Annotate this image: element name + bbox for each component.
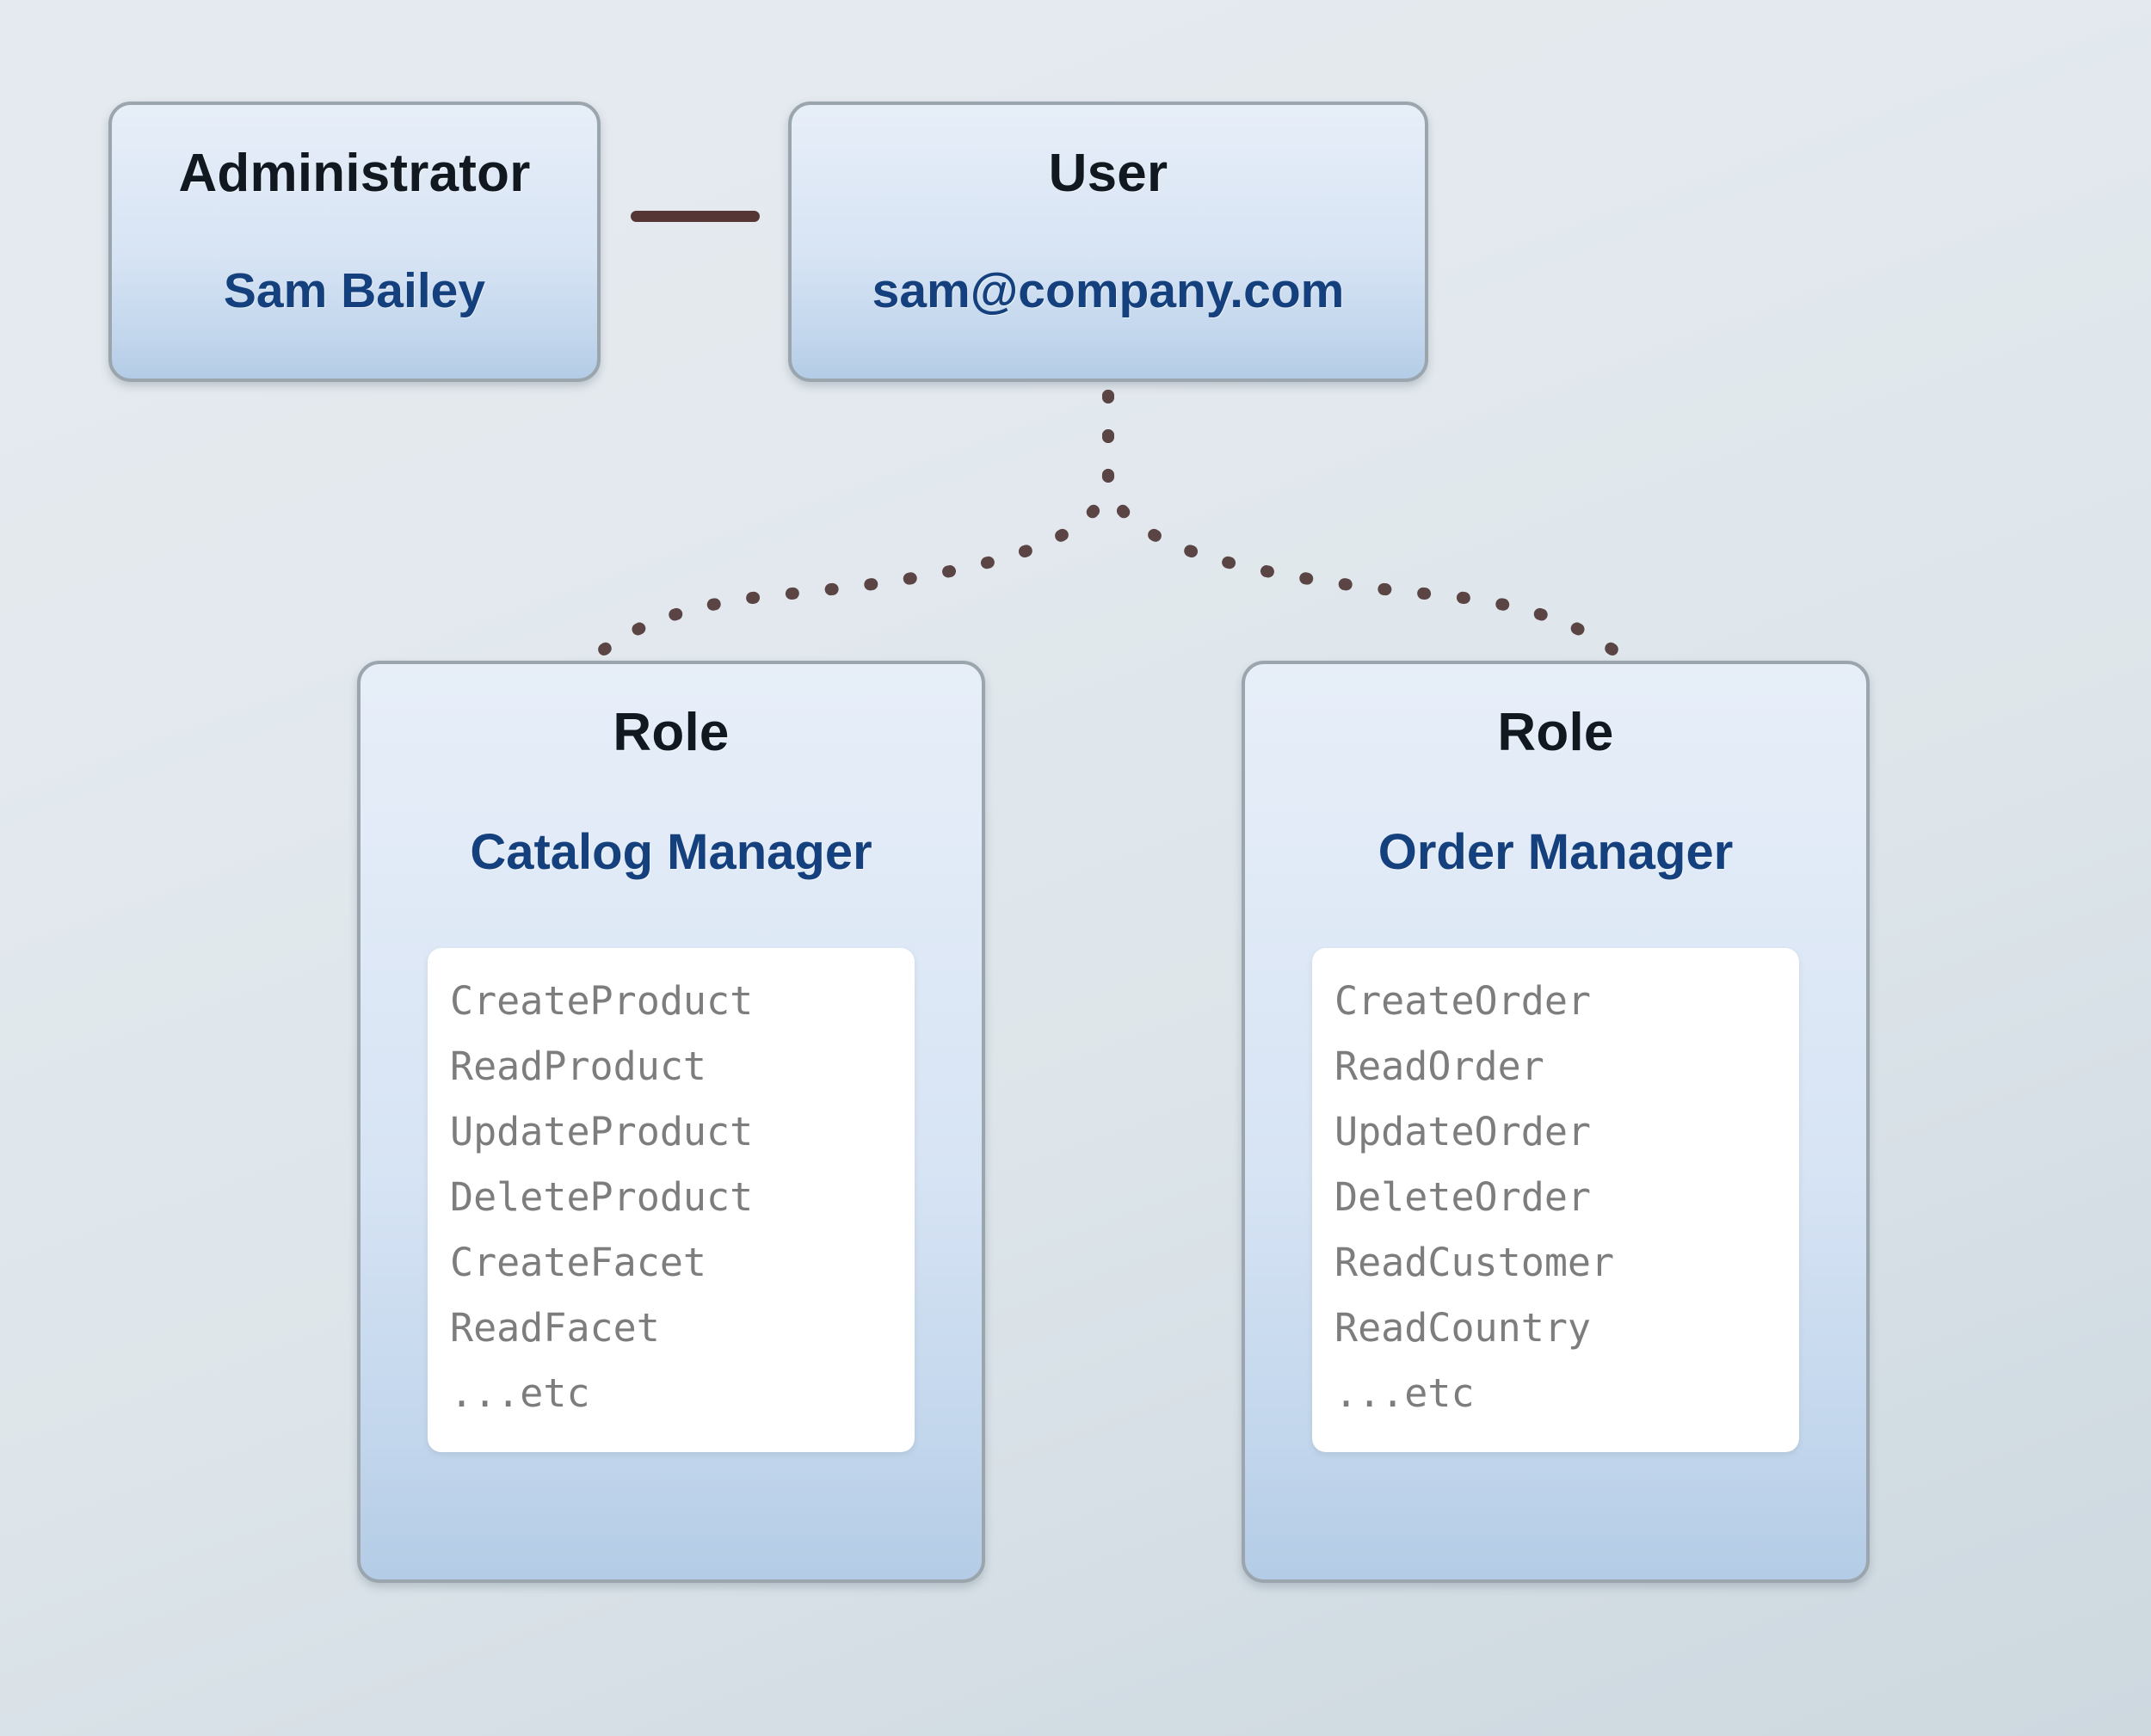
role-name-label: Catalog Manager: [470, 824, 872, 880]
permission-item: ...etc: [450, 1370, 590, 1416]
administrator-name-label: Sam Bailey: [223, 263, 486, 318]
permission-box: CreateOrder ReadOrder UpdateOrder Delete…: [1312, 948, 1799, 1452]
permission-item: CreateFacet: [450, 1240, 707, 1285]
permission-item: CreateOrder: [1334, 978, 1592, 1024]
permission-box: CreateProduct ReadProduct UpdateProduct …: [428, 948, 915, 1452]
administrator-node[interactable]: Administrator Sam Bailey: [108, 102, 601, 382]
user-catalog-manager-edge: [564, 390, 1114, 680]
permission-item: UpdateOrder: [1334, 1109, 1592, 1154]
role-type-label: Role: [613, 703, 730, 762]
role-type-label: Role: [1497, 703, 1614, 762]
permission-item: DeleteProduct: [450, 1174, 754, 1220]
administrator-user-edge: [631, 211, 760, 222]
user-role-edges: [564, 390, 1652, 680]
permission-list: CreateProduct ReadProduct UpdateProduct …: [428, 969, 915, 1426]
permission-item: ReadProduct: [450, 1043, 707, 1089]
administrator-type-label: Administrator: [178, 144, 531, 203]
permission-item: ReadCustomer: [1334, 1240, 1615, 1285]
permission-item: ReadFacet: [450, 1305, 660, 1351]
permission-item: ReadOrder: [1334, 1043, 1544, 1089]
user-order-manager-edge: [1102, 390, 1652, 680]
permission-item: CreateProduct: [450, 978, 754, 1024]
user-email-label: sam@company.com: [872, 263, 1345, 318]
user-node[interactable]: User sam@company.com: [788, 102, 1428, 382]
permission-item: DeleteOrder: [1334, 1174, 1592, 1220]
role-node-catalog-manager[interactable]: Role Catalog Manager CreateProduct ReadP…: [357, 661, 985, 1583]
permission-list: CreateOrder ReadOrder UpdateOrder Delete…: [1312, 969, 1799, 1426]
permission-item: ReadCountry: [1334, 1305, 1592, 1351]
permission-item: UpdateProduct: [450, 1109, 754, 1154]
user-type-label: User: [1048, 144, 1168, 203]
role-name-label: Order Manager: [1378, 824, 1734, 880]
role-node-order-manager[interactable]: Role Order Manager CreateOrder ReadOrder…: [1242, 661, 1870, 1583]
permission-item: ...etc: [1334, 1370, 1475, 1416]
